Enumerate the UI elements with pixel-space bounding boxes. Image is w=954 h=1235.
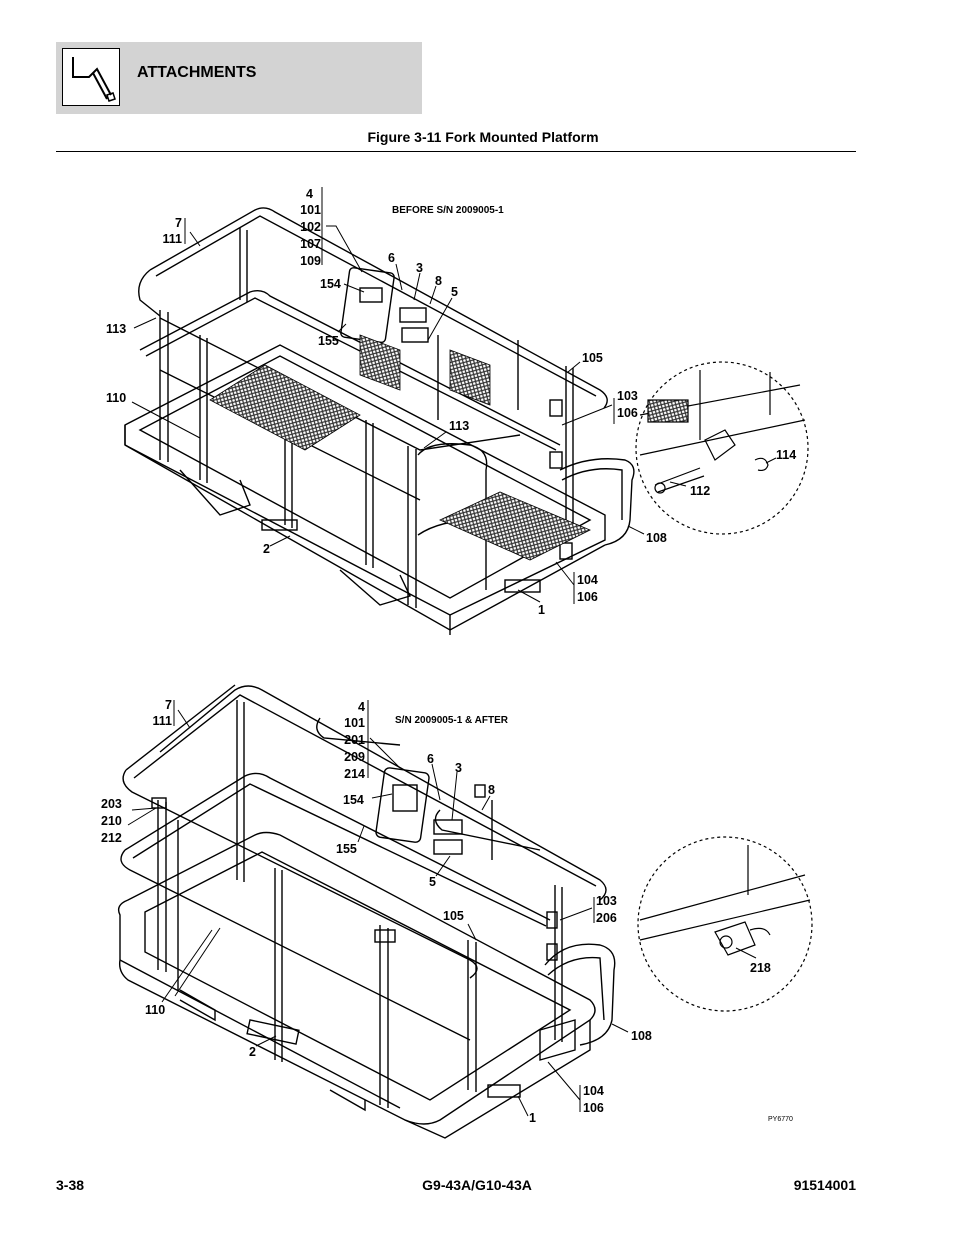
callout-214: 214 [344, 767, 365, 781]
callout-113-gate: 113 [449, 419, 469, 433]
callout-2: 2 [263, 542, 270, 556]
section-title: ATTACHMENTS [137, 64, 257, 81]
callout-111: 111 [153, 714, 173, 728]
upper-leaders [131, 187, 777, 604]
callout-106-lower: 106 [577, 590, 598, 604]
callout-113: 113 [106, 322, 126, 336]
upper-platform-illustration [124, 207, 635, 635]
callout-7: 7 [175, 216, 182, 230]
callout-110: 110 [106, 391, 126, 405]
callout-5: 5 [429, 875, 436, 889]
callout-106: 106 [617, 406, 638, 420]
header-rule [56, 151, 856, 152]
fork-attachment-icon [62, 48, 120, 106]
callout-112: 112 [690, 484, 710, 498]
callout-212: 212 [101, 831, 122, 845]
callout-154: 154 [343, 793, 364, 807]
model-number: G9-43A/G10-43A [422, 1177, 532, 1193]
callout-155: 155 [336, 842, 357, 856]
callout-206: 206 [596, 911, 617, 925]
lower-platform-illustration [117, 684, 616, 1139]
callout-1: 1 [538, 603, 545, 617]
callout-105: 105 [582, 351, 603, 365]
callout-6: 6 [388, 251, 395, 265]
callout-101: 101 [300, 203, 321, 217]
callout-154: 154 [320, 277, 341, 291]
callout-102: 102 [300, 220, 321, 234]
callout-8: 8 [435, 274, 442, 288]
callout-114: 114 [776, 448, 796, 462]
callout-201: 201 [344, 733, 365, 747]
upper-floor-mesh [209, 334, 591, 561]
lower-callouts: 7 111 4 101 201 209 214 6 3 8 154 203 21… [101, 698, 793, 1125]
callout-101: 101 [344, 716, 365, 730]
callout-209: 209 [344, 750, 365, 764]
callout-110: 110 [145, 1003, 165, 1017]
callout-8: 8 [488, 783, 495, 797]
figure-title: Figure 3-11 Fork Mounted Platform [367, 129, 599, 145]
manual-number: 91514001 [793, 1177, 856, 1193]
callout-103: 103 [617, 389, 638, 403]
upper-detail-view [635, 361, 809, 535]
callout-2: 2 [249, 1045, 256, 1059]
callout-104: 104 [583, 1084, 604, 1098]
callout-106: 106 [583, 1101, 604, 1115]
lower-leaders [127, 700, 757, 1117]
callout-5: 5 [451, 285, 458, 299]
upper-callouts: 4 101 102 107 109 7 111 154 6 3 8 5 113 … [106, 187, 796, 617]
callout-3: 3 [455, 761, 462, 775]
lower-detail-view [637, 836, 813, 1012]
callout-108: 108 [631, 1029, 652, 1043]
callout-203: 203 [101, 797, 122, 811]
callout-7: 7 [165, 698, 172, 712]
callout-109: 109 [300, 254, 321, 268]
callout-155: 155 [318, 334, 339, 348]
callout-111: 111 [163, 232, 183, 246]
page-number: 3-38 [56, 1177, 85, 1193]
callout-108: 108 [646, 531, 667, 545]
callout-218: 218 [750, 961, 771, 975]
callout-1: 1 [529, 1111, 536, 1125]
callout-107: 107 [300, 237, 321, 251]
callout-104: 104 [577, 573, 598, 587]
callout-210: 210 [101, 814, 122, 828]
upper-serial-note: BEFORE S/N 2009005-1 [392, 205, 504, 216]
callout-6: 6 [427, 752, 434, 766]
callout-3: 3 [416, 261, 423, 275]
callout-4: 4 [306, 187, 313, 201]
lower-serial-note: S/N 2009005-1 & AFTER [395, 715, 509, 726]
callout-4: 4 [358, 700, 365, 714]
callout-105: 105 [443, 909, 464, 923]
callout-103: 103 [596, 894, 617, 908]
drawing-code: PY6770 [768, 1116, 793, 1123]
